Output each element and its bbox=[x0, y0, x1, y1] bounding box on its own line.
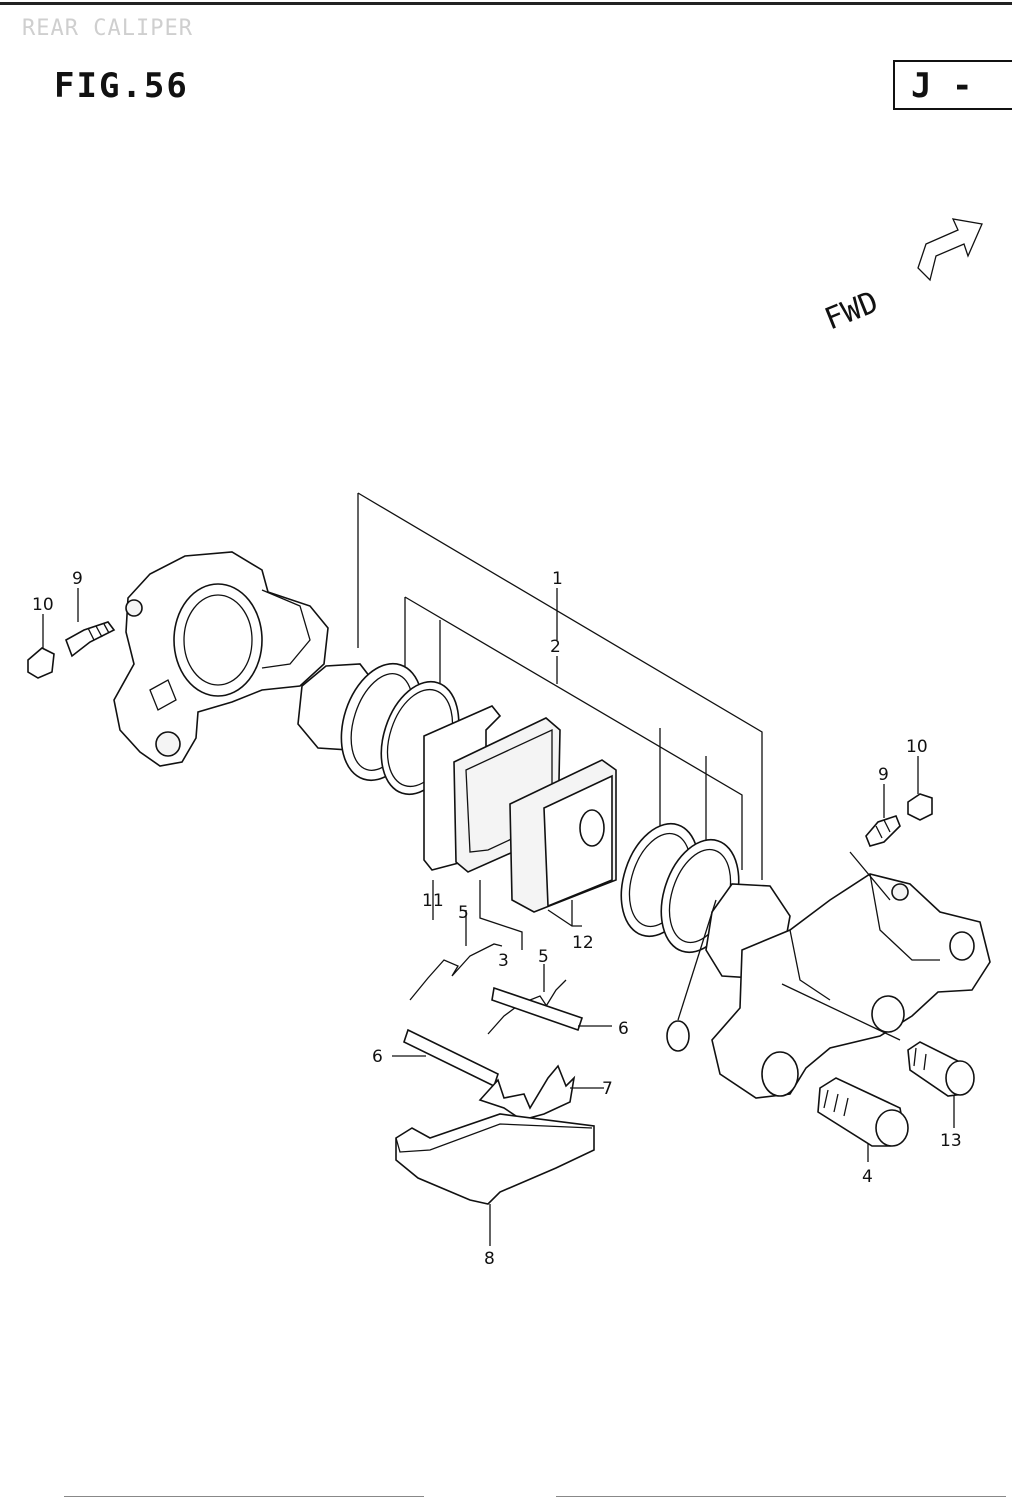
pad-spring-5b bbox=[487, 979, 567, 1035]
bleeder-cap-right bbox=[907, 793, 933, 821]
callout-9b: 9 bbox=[878, 765, 889, 785]
callout-10b: 10 bbox=[906, 737, 928, 757]
right-caliper-body bbox=[711, 873, 991, 1099]
callout-4: 4 bbox=[862, 1167, 873, 1187]
callout-13: 13 bbox=[940, 1131, 962, 1151]
footer-rule-right bbox=[556, 1496, 1006, 1497]
model-code: J - bbox=[911, 66, 973, 106]
pad-cover-8 bbox=[395, 1113, 595, 1205]
assembly-brackets bbox=[357, 492, 763, 880]
callout-labels: 1 2 3 4 5 5 6 6 7 8 9 9 10 10 11 12 13 bbox=[32, 569, 962, 1269]
callout-3: 3 bbox=[498, 951, 509, 971]
fwd-label: FWD bbox=[820, 285, 883, 338]
pad-pin-6a bbox=[491, 986, 584, 1032]
bleeder-screw-right bbox=[865, 815, 901, 847]
callout-1: 1 bbox=[552, 569, 563, 589]
washer bbox=[666, 1020, 690, 1052]
callout-11: 11 bbox=[422, 891, 444, 911]
callout-5b: 5 bbox=[538, 947, 549, 967]
left-bleeder-and-cap bbox=[27, 588, 116, 679]
bleeder-cap-left bbox=[27, 647, 55, 679]
top-rule bbox=[0, 2, 1012, 5]
bleeder-screw-left bbox=[65, 621, 116, 658]
model-code-box: J - bbox=[893, 60, 1012, 110]
pad-spring-5a bbox=[409, 943, 503, 1001]
right-bleeder-and-cap bbox=[849, 756, 933, 901]
bracket-1 bbox=[357, 492, 763, 880]
section-title: REAR CALIPER bbox=[22, 16, 193, 41]
forward-arrow-icon bbox=[917, 218, 983, 282]
footer-rule-left bbox=[64, 1496, 424, 1497]
bracket-2 bbox=[404, 596, 743, 870]
callout-10a: 10 bbox=[32, 595, 54, 615]
pad-pin-6b bbox=[403, 1028, 499, 1088]
pad-set bbox=[423, 705, 617, 950]
mounting-bolts bbox=[817, 1041, 975, 1162]
callout-8: 8 bbox=[484, 1249, 495, 1269]
callout-9a: 9 bbox=[72, 569, 83, 589]
pins-springs-cover bbox=[392, 910, 612, 1246]
callout-7: 7 bbox=[602, 1079, 613, 1099]
callout-2: 2 bbox=[550, 637, 561, 657]
left-caliper-body bbox=[113, 551, 329, 767]
figure-title: FIG.56 bbox=[54, 66, 189, 106]
callout-6a: 6 bbox=[618, 1019, 629, 1039]
callout-6b: 6 bbox=[372, 1047, 383, 1067]
callout-5a: 5 bbox=[458, 903, 469, 923]
forward-direction-indicator: FWD bbox=[820, 218, 983, 338]
callout-12: 12 bbox=[572, 933, 594, 953]
